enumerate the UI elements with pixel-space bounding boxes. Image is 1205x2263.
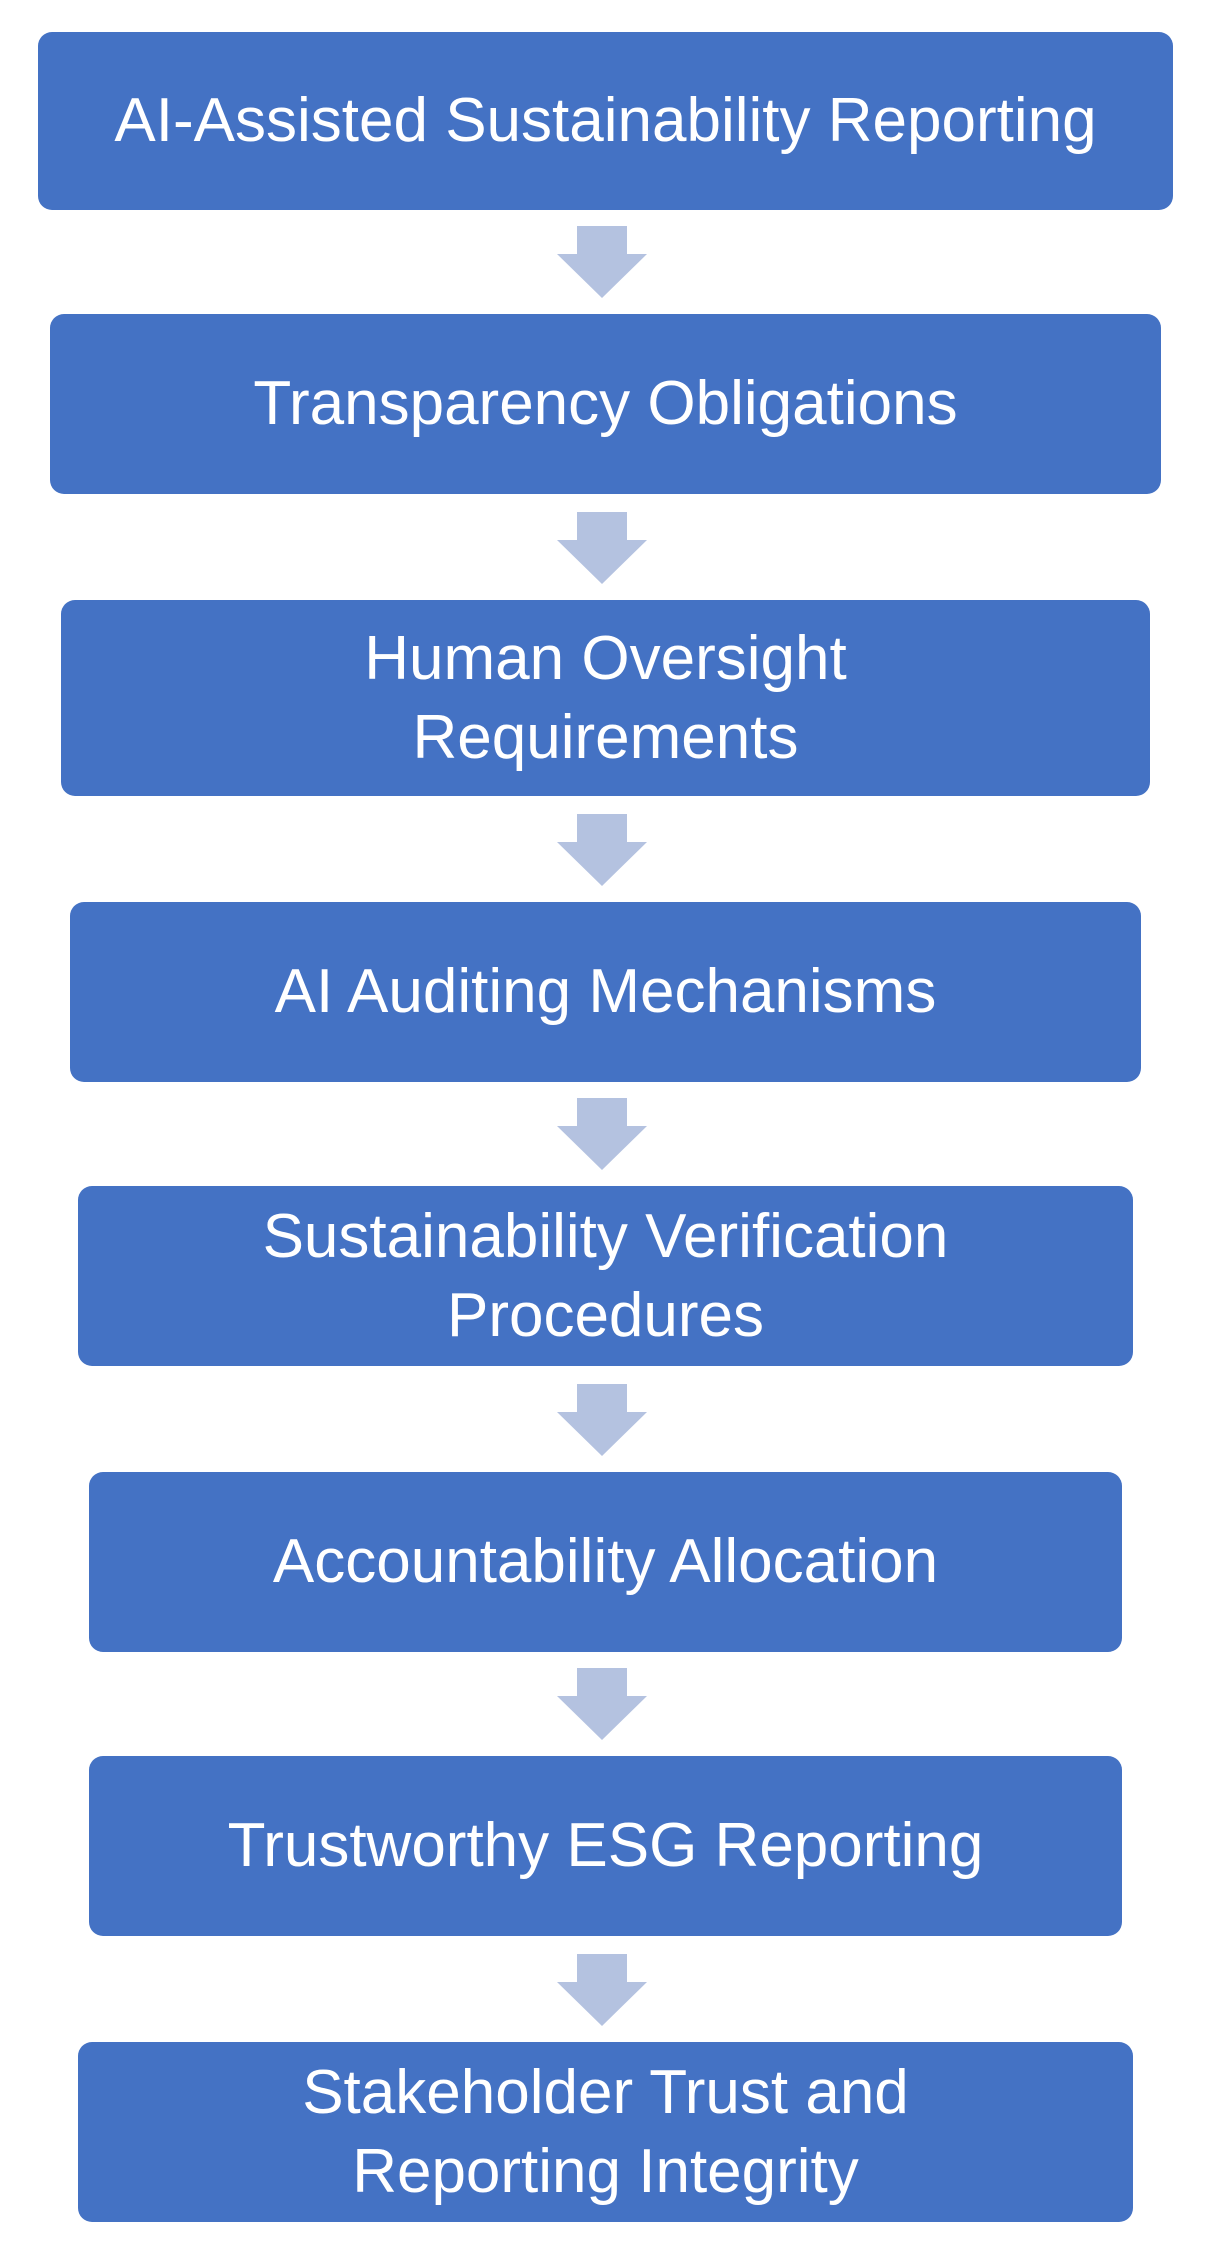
- step-ai-assisted-sustainability-reporting: AI-Assisted Sustainability Reporting: [38, 32, 1173, 210]
- step-ai-auditing-mechanisms: AI Auditing Mechanisms: [70, 902, 1141, 1082]
- down-arrow-icon: [557, 1668, 647, 1740]
- down-arrow-icon: [557, 1384, 647, 1456]
- step-accountability-allocation: Accountability Allocation: [89, 1472, 1122, 1652]
- step-label: Transparency Obligations: [253, 369, 958, 439]
- down-arrow-icon: [557, 1954, 647, 2026]
- down-arrow-icon: [557, 1098, 647, 1170]
- step-label: Accountability Allocation: [272, 1527, 939, 1597]
- step-label: AI-Assisted Sustainability Reporting: [114, 86, 1097, 156]
- step-stakeholder-trust-and-reporting-integrity: Stakeholder Trust and Reporting Integrit…: [78, 2042, 1133, 2222]
- step-transparency-obligations: Transparency Obligations: [50, 314, 1161, 494]
- step-label: Trustworthy ESG Reporting: [227, 1811, 984, 1881]
- step-trustworthy-esg-reporting: Trustworthy ESG Reporting: [89, 1756, 1122, 1936]
- step-label: AI Auditing Mechanisms: [274, 957, 937, 1027]
- step-label: Human Oversight Requirements: [364, 623, 847, 772]
- step-sustainability-verification-procedures: Sustainability Verification Procedures: [78, 1186, 1133, 1366]
- step-label: Sustainability Verification Procedures: [262, 1201, 949, 1350]
- down-arrow-icon: [557, 226, 647, 298]
- down-arrow-icon: [557, 512, 647, 584]
- down-arrow-icon: [557, 814, 647, 886]
- step-label: Stakeholder Trust and Reporting Integrit…: [302, 2057, 909, 2206]
- step-human-oversight-requirements: Human Oversight Requirements: [61, 600, 1150, 796]
